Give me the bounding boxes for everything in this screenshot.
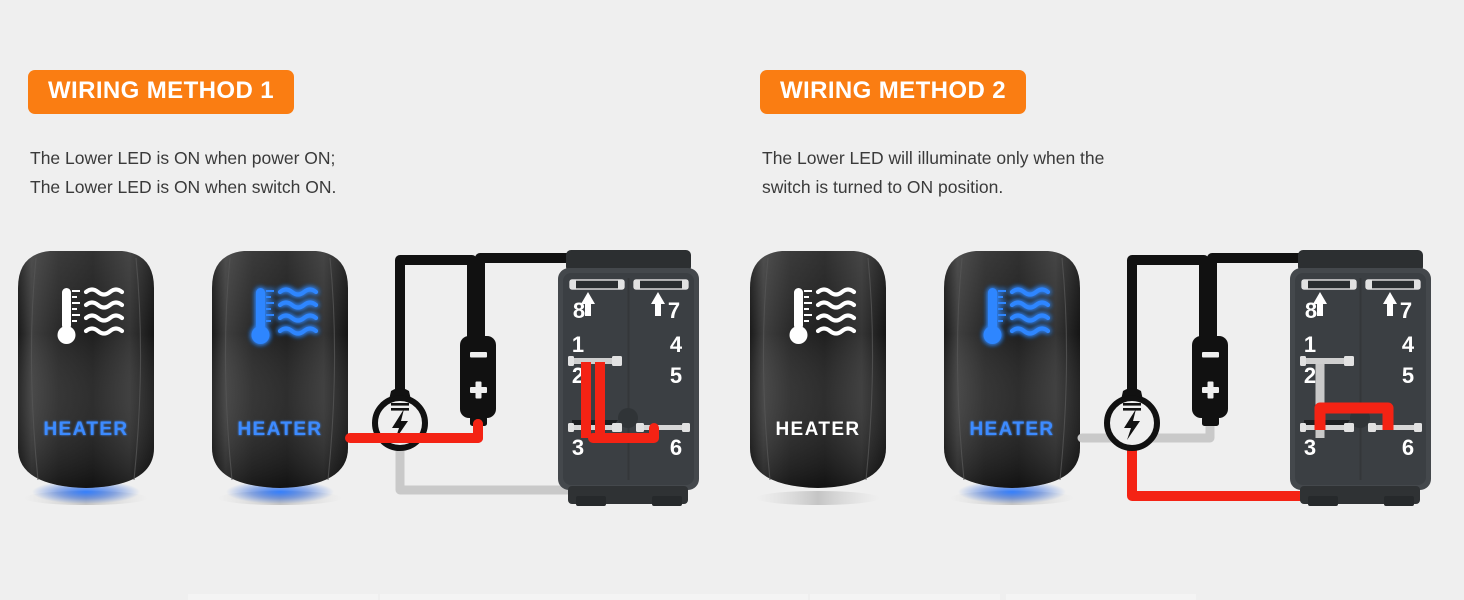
terminal-label-4: 4 xyxy=(1402,332,1415,357)
method-1-description: The Lower LED is ON when power ON; The L… xyxy=(30,144,336,202)
terminal-8-blade xyxy=(1301,279,1357,290)
light-bulb-icon xyxy=(1104,388,1160,451)
terminal-8-blade xyxy=(569,279,625,290)
switch-2-1[interactable]: HEATER xyxy=(750,251,886,505)
terminal-2-blade xyxy=(1300,356,1354,366)
bottom-band-4 xyxy=(1006,594,1196,600)
terminal-7-blade xyxy=(1365,279,1421,290)
method-1-diagram: HEATER HEATER xyxy=(0,240,732,540)
switch-2-1-label: HEATER xyxy=(775,419,860,440)
switch-1-2-body-sheen xyxy=(212,251,348,488)
terminal-7-blade xyxy=(633,279,689,290)
battery-negative-symbol xyxy=(1202,352,1219,358)
wire-red-branch-to-terminal-2 xyxy=(581,362,605,438)
switch-1-1-label: HEATER xyxy=(43,419,128,440)
bottom-band-3 xyxy=(810,594,1000,600)
switch-2-2-edge-line-right xyxy=(1059,257,1068,481)
terminal-label-7: 7 xyxy=(668,298,680,323)
switch-1-2-label: HEATER xyxy=(237,419,322,440)
terminal-block-1: 8 7 1 4 2 5 xyxy=(558,250,699,506)
thermometer-heat-icon xyxy=(251,287,319,344)
switch-1-1-body-sheen xyxy=(18,251,154,488)
switch-2-1-body-sheen xyxy=(750,251,886,488)
switch-2-2-body-sheen xyxy=(944,251,1080,488)
method-1-badge: WIRING METHOD 1 xyxy=(28,70,294,114)
terminal-label-5: 5 xyxy=(670,363,682,388)
method-2-badge: WIRING METHOD 2 xyxy=(760,70,1026,114)
method-2-description-line-2: switch is turned to ON position. xyxy=(762,177,1004,197)
method-1-description-line-2: The Lower LED is ON when switch ON. xyxy=(30,177,337,197)
terminal-8-arrow-icon xyxy=(1313,292,1327,316)
wire-black-negative-to-bulb xyxy=(395,255,477,410)
terminal-label-1: 1 xyxy=(1304,332,1316,357)
terminal-label-8: 8 xyxy=(573,298,585,323)
terminal-label-7: 7 xyxy=(1400,298,1412,323)
terminal-label-6: 6 xyxy=(670,435,682,460)
method-2-description-line-1: The Lower LED will illuminate only when … xyxy=(762,148,1105,168)
bottom-band-2 xyxy=(380,594,808,600)
battery-module xyxy=(1192,336,1228,426)
switch-2-2-edge-line-left xyxy=(956,257,965,481)
switch-2-2-label: HEATER xyxy=(969,419,1054,440)
method-2-diagram: HEATER HEATER xyxy=(732,240,1464,540)
wire-red-main-run xyxy=(345,419,483,443)
terminal-block-center-post xyxy=(618,408,638,428)
battery-negative-symbol xyxy=(470,352,487,358)
switch-1-2-led-base-glow xyxy=(226,480,334,504)
switch-1-2-edge-line-right xyxy=(327,257,336,481)
wiring-method-2-panel: WIRING METHOD 2 The Lower LED will illum… xyxy=(732,0,1464,600)
wire-black-negative-to-bulb xyxy=(1127,255,1209,407)
switch-2-2-led-base-glow xyxy=(958,480,1066,504)
switch-1-1-edge-line-right xyxy=(133,257,142,481)
terminal-label-5: 5 xyxy=(1402,363,1414,388)
lightning-bolt-glyph xyxy=(1124,409,1140,440)
terminal-8-arrow-icon xyxy=(581,292,595,316)
thermometer-heat-icon xyxy=(983,287,1051,344)
terminal-6-blade xyxy=(1368,423,1422,432)
switch-2-1-edge-line-left xyxy=(762,257,771,481)
wire-gray-bulb-to-terminal-3 xyxy=(395,430,577,495)
wiring-method-1-panel: WIRING METHOD 1 The Lower LED is ON when… xyxy=(0,70,732,540)
terminal-label-3: 3 xyxy=(1304,435,1316,460)
battery-positive-symbol xyxy=(470,381,487,399)
terminal-label-8: 8 xyxy=(1305,298,1317,323)
switch-2-2[interactable]: HEATER xyxy=(944,251,1080,505)
wire-red-branch-to-terminal-6 xyxy=(588,423,659,443)
lightning-bolt-glyph xyxy=(392,409,408,440)
thermometer-heat-icon xyxy=(57,287,125,344)
wire-red-bridge-terminal-3-to-6 xyxy=(1314,402,1394,430)
switch-1-1[interactable]: HEATER xyxy=(18,251,154,505)
switch-2-1-edge-line-right xyxy=(865,257,874,481)
terminal-label-3: 3 xyxy=(572,435,584,460)
terminal-block-2: 8 7 1 4 2 5 3 6 xyxy=(1290,250,1431,506)
thermometer-heat-icon xyxy=(789,287,857,344)
switch-1-2[interactable]: HEATER xyxy=(212,251,348,505)
terminal-label-2: 2 xyxy=(1304,363,1316,388)
terminal-7-arrow-icon xyxy=(651,292,665,316)
terminal-7-arrow-icon xyxy=(1383,292,1397,316)
method-2-description: The Lower LED will illuminate only when … xyxy=(762,144,1104,202)
battery-positive-symbol xyxy=(1202,381,1219,399)
terminal-label-1: 1 xyxy=(572,332,584,357)
terminal-label-6: 6 xyxy=(1402,435,1414,460)
battery-module xyxy=(460,336,496,426)
switch-1-2-edge-line-left xyxy=(224,257,233,481)
switch-2-1-shadow xyxy=(756,491,880,505)
switch-1-1-edge-line-left xyxy=(30,257,39,481)
method-1-description-line-1: The Lower LED is ON when power ON; xyxy=(30,148,336,168)
bottom-band-1 xyxy=(188,594,378,600)
terminal-label-4: 4 xyxy=(670,332,683,357)
switch-1-1-led-base-glow xyxy=(32,480,140,504)
